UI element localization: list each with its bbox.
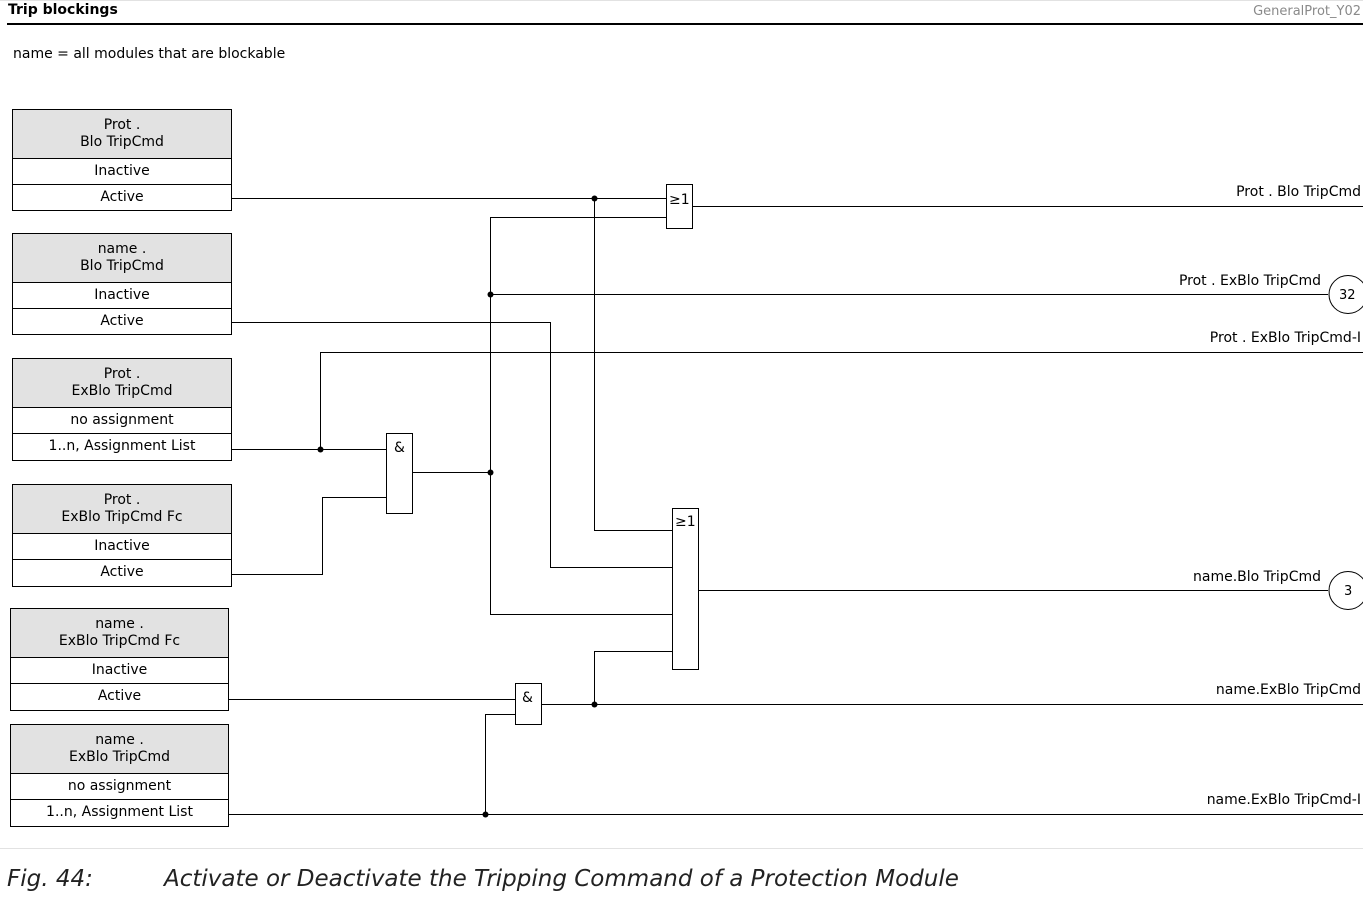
- connector-3-label: 3: [1344, 584, 1352, 599]
- setting-prot-exblo-tripcmd-fc: Prot . ExBlo TripCmd Fc Inactive Active: [12, 484, 232, 587]
- setting-title-line2: Blo TripCmd: [80, 258, 164, 274]
- junction-dot: [317, 446, 324, 453]
- setting-name-exblo-tripcmd-fc: name . ExBlo TripCmd Fc Inactive Active: [10, 608, 229, 711]
- setting-title: Prot . Blo TripCmd: [13, 110, 231, 159]
- and-gate-1: [386, 433, 413, 514]
- output-label-prot-exblo: Prot . ExBlo TripCmd: [1178, 273, 1321, 289]
- setting-option: Inactive: [11, 658, 228, 684]
- figure-bottom-rule: [0, 848, 1363, 849]
- output-label-prot-exblo-i: Prot . ExBlo TripCmd-I: [1209, 330, 1361, 346]
- figure-caption: Fig. 44: Activate or Deactivate the Tripp…: [7, 866, 959, 892]
- junction-dots: [317, 195, 598, 818]
- setting-title-line1: name .: [95, 732, 144, 748]
- and-gate-2-label: &: [522, 690, 533, 706]
- setting-option: Active: [97, 688, 142, 704]
- setting-option: Inactive: [13, 159, 231, 185]
- connector-32: [1328, 275, 1363, 314]
- setting-option: Inactive: [13, 534, 231, 560]
- junction-dot: [487, 291, 494, 298]
- junction-dot: [482, 811, 489, 818]
- setting-title-line2: ExBlo TripCmd Fc: [58, 633, 181, 649]
- setting-title: name . Blo TripCmd: [13, 234, 231, 283]
- connector-3: [1328, 571, 1363, 610]
- junction-dot: [487, 469, 494, 476]
- setting-title-line1: Prot .: [103, 492, 141, 508]
- setting-title-line2: ExBlo TripCmd: [71, 383, 173, 399]
- setting-name-blo-tripcmd: name . Blo TripCmd Inactive Active: [12, 233, 232, 335]
- connector-32-label: 32: [1339, 288, 1356, 303]
- output-label-name-exblo: name.ExBlo TripCmd: [1215, 682, 1361, 698]
- setting-title-line2: Blo TripCmd: [80, 134, 164, 150]
- setting-option: no assignment: [11, 774, 228, 800]
- junction-dot: [591, 701, 598, 708]
- top-border: [0, 0, 1363, 1]
- diagram-title: Trip blockings: [8, 2, 118, 18]
- setting-title-line2: ExBlo TripCmd Fc: [61, 509, 183, 525]
- or-gate-1: [666, 184, 693, 229]
- diagram-reference: GeneralProt_Y02: [1253, 4, 1361, 19]
- or-gate-1-label: ≥1: [669, 192, 690, 208]
- setting-title: name . ExBlo TripCmd Fc: [11, 609, 228, 658]
- figure-number: Fig. 44:: [7, 866, 93, 892]
- setting-option: Active: [100, 189, 144, 205]
- setting-option: 1..n, Assignment List: [46, 804, 193, 820]
- header-rule: [7, 23, 1363, 25]
- setting-option: no assignment: [13, 408, 231, 434]
- and-gate-2: [515, 683, 542, 725]
- setting-option: Active: [100, 564, 144, 580]
- junction-dot: [591, 195, 598, 202]
- setting-title-line2: ExBlo TripCmd: [69, 749, 170, 765]
- figure-caption-text: Activate or Deactivate the Tripping Comm…: [164, 866, 959, 892]
- output-label-prot-blo: Prot . Blo TripCmd: [1236, 184, 1361, 200]
- setting-title-line1: name .: [97, 241, 147, 257]
- setting-name-exblo-tripcmd: name . ExBlo TripCmd no assignment 1..n,…: [10, 724, 229, 827]
- setting-title: Prot . ExBlo TripCmd: [13, 359, 231, 408]
- and-gate-1-label: &: [394, 440, 405, 456]
- setting-prot-exblo-tripcmd: Prot . ExBlo TripCmd no assignment 1..n,…: [12, 358, 232, 461]
- setting-title: name . ExBlo TripCmd: [11, 725, 228, 774]
- or-gate-2: [672, 508, 699, 670]
- setting-option: Inactive: [13, 283, 231, 309]
- or-gate-2-label: ≥1: [675, 514, 696, 530]
- setting-title: Prot . ExBlo TripCmd Fc: [13, 485, 231, 534]
- diagram-note: name = all modules that are blockable: [13, 46, 286, 62]
- setting-title-line1: Prot .: [103, 117, 141, 133]
- setting-option: Active: [100, 313, 144, 329]
- setting-option: 1..n, Assignment List: [48, 438, 196, 454]
- output-label-name-exblo-i: name.ExBlo TripCmd-I: [1206, 792, 1361, 808]
- setting-title-line1: Prot .: [103, 366, 141, 382]
- setting-title-line1: name .: [95, 616, 144, 632]
- output-label-name-blo: name.Blo TripCmd: [1193, 569, 1321, 585]
- setting-prot-blo-tripcmd: Prot . Blo TripCmd Inactive Active: [12, 109, 232, 211]
